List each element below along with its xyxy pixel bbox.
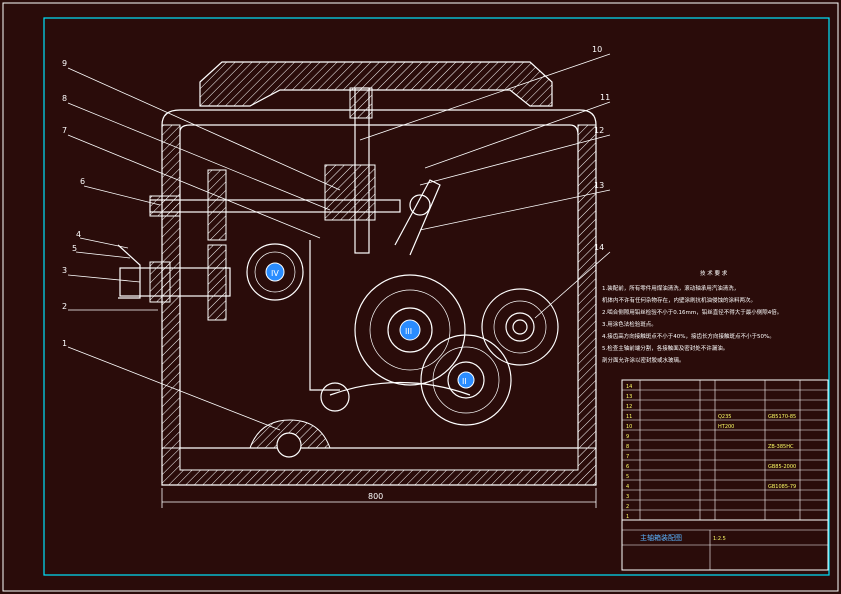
row-8-standard: ZB-385HC <box>768 444 794 450</box>
row-3-no: 3 <box>626 494 629 500</box>
part-number-7: 7 <box>62 126 67 135</box>
row-4-no: 4 <box>626 484 629 490</box>
row-8-no: 8 <box>626 444 629 450</box>
row-13-no: 13 <box>626 394 632 400</box>
tech-line-1: 1.装配前，所有零件用煤油清洗，滚动轴承用汽油清洗， <box>602 284 739 292</box>
row-14-no: 14 <box>626 384 632 390</box>
tech-line-7: 剖分面允许涂以密封胶或水玻璃。 <box>602 356 685 364</box>
part-number-9: 9 <box>62 59 67 68</box>
part-number-13: 13 <box>594 181 604 190</box>
row-12-no: 12 <box>626 404 632 410</box>
row-2-no: 2 <box>626 504 629 510</box>
shift-lever <box>309 87 471 412</box>
drawing-title: 主轴箱装配图 <box>640 533 682 542</box>
width-dimension: 800 <box>161 488 597 508</box>
tech-line-3: 2.啮合侧隙用铅丝检验不小于0.16mm，铅丝直径不得大于最小侧隙4倍。 <box>602 308 782 316</box>
part-number-8: 8 <box>62 94 67 103</box>
gearbox-housing <box>161 109 597 486</box>
tech-title: 技 术 要 求 <box>700 269 728 277</box>
row-11-standard: GB5170-85 <box>768 414 796 420</box>
part-numbers: 1 2 3 5 4 6 7 8 9 10 11 12 13 14 <box>62 45 610 348</box>
part-number-5: 5 <box>72 244 77 253</box>
part-number-12: 12 <box>594 126 604 135</box>
technical-requirements: 技 术 要 求 1.装配前，所有零件用煤油清洗，滚动轴承用汽油清洗， 机体内不许… <box>602 269 782 364</box>
drawing-scale: 1:2.5 <box>713 536 726 542</box>
part-number-1: 1 <box>62 339 67 348</box>
gear-iv-label: IV <box>271 269 279 278</box>
gear-ii-label: II <box>462 377 467 386</box>
row-7-no: 7 <box>626 454 629 460</box>
tech-line-6: 5.检查主轴前端分割，各接触面及密封处不许漏油。 <box>602 344 728 352</box>
gear-iii: III <box>354 274 466 386</box>
row-10-material: HT200 <box>718 424 734 430</box>
leader-lines <box>67 53 611 431</box>
parts-list-table: 14 13 12 11 10 9 8 7 6 5 4 3 2 1 GB5170-… <box>621 379 829 521</box>
drawing-frame <box>43 17 830 576</box>
part-number-6: 6 <box>80 177 85 186</box>
row-11-material: Q235 <box>718 414 731 420</box>
row-11-no: 11 <box>626 414 632 420</box>
gear-iv: IV <box>246 243 304 301</box>
row-4-standard: GB1085-79 <box>768 484 796 490</box>
part-number-4: 4 <box>76 230 81 239</box>
dimension-text: 800 <box>368 492 383 501</box>
part-number-2: 2 <box>62 302 67 311</box>
row-1-no: 1 <box>626 514 629 520</box>
row-10-no: 10 <box>626 424 632 430</box>
gear-iii-label: III <box>405 327 412 336</box>
gear-right <box>481 288 559 366</box>
row-6-no: 6 <box>626 464 629 470</box>
part-number-10: 10 <box>592 45 602 54</box>
tech-line-5: 4.接齿高方向接触斑点不小于40%，接齿长方向接触斑点不小于50%。 <box>602 332 775 340</box>
row-9-no: 9 <box>626 434 629 440</box>
part-number-3: 3 <box>62 266 67 275</box>
tech-line-2: 机体内不许有任何杂物存在，内壁涂刷抗机油侵蚀的涂料两次。 <box>602 296 756 304</box>
row-6-standard: GB85-2000 <box>768 464 796 470</box>
row-5-no: 5 <box>626 474 629 480</box>
part-number-11: 11 <box>600 93 610 102</box>
input-shaft-assembly <box>117 169 401 321</box>
part-number-14: 14 <box>594 243 604 252</box>
title-block: 主轴箱装配图 1:2.5 <box>621 519 829 571</box>
gear-ii: II <box>420 334 512 426</box>
tech-line-4: 3.用涂色法检验斑点。 <box>602 320 657 328</box>
